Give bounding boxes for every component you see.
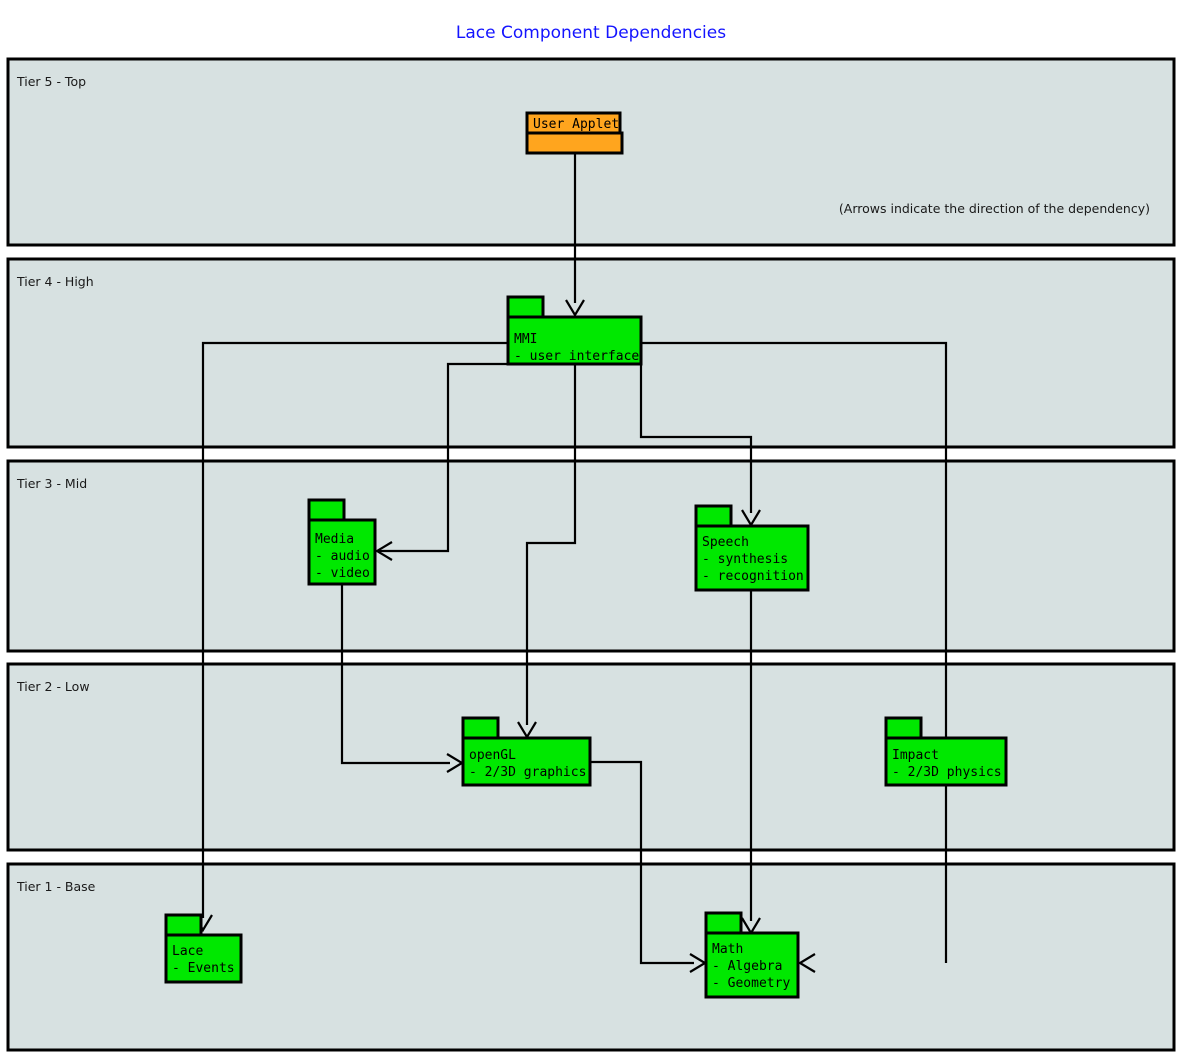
package-name: User Applet — [533, 117, 619, 132]
package-body — [164, 933, 243, 984]
tier-lane-tier3: Tier 3 - Mid — [6, 459, 1176, 653]
edge-mmi-to-media — [374, 362, 508, 561]
tier-rect — [6, 459, 1176, 653]
package-body — [704, 931, 800, 999]
package-detail-line: - user interface — [514, 349, 639, 364]
edge-line — [201, 341, 508, 918]
package-name: Math — [712, 942, 743, 957]
package-tab — [307, 498, 346, 523]
edge-user-applet-to-mmi — [565, 153, 585, 318]
package-name: Speech — [702, 535, 749, 550]
arrowhead-icon — [565, 299, 585, 318]
tier-label: Tier 1 - Base — [16, 879, 96, 894]
package-detail-line: - synthesis — [702, 552, 788, 567]
package-math[interactable]: Math - Algebra - Geometry — [704, 911, 800, 999]
package-tab — [704, 911, 743, 936]
package-name: MMI — [514, 332, 537, 347]
arrowhead-icon — [797, 953, 816, 973]
package-lace[interactable]: Lace - Events — [164, 913, 243, 984]
package-user-applet[interactable]: User Applet — [525, 111, 624, 155]
package-impact[interactable]: Impact - 2/3D physics — [884, 716, 1008, 787]
package-name: Impact — [892, 748, 939, 763]
arrowhead-icon — [374, 541, 393, 561]
package-detail-line: - 2/3D graphics — [469, 765, 586, 780]
package-body — [506, 315, 643, 366]
package-name: Media — [315, 532, 354, 547]
package-detail-line: - audio — [315, 549, 370, 564]
package-tab — [884, 716, 923, 741]
package-detail-line: - Algebra — [712, 959, 782, 974]
package-name: openGL — [469, 748, 516, 763]
edge-line — [340, 584, 450, 765]
package-tab — [461, 716, 500, 741]
package-body — [307, 518, 377, 586]
package-body — [884, 736, 1008, 787]
package-name: Lace — [172, 944, 203, 959]
package-tab — [164, 913, 203, 938]
package-detail-line: - video — [315, 566, 370, 581]
package-media[interactable]: Media - audio - video — [307, 498, 377, 586]
edge-line — [378, 362, 508, 553]
edge-line — [525, 364, 577, 725]
package-detail-line: - recognition — [702, 569, 804, 584]
tier-label: Tier 4 - High — [16, 274, 94, 289]
package-tab — [506, 295, 545, 320]
edge-line — [590, 760, 694, 965]
diagram-title: Lace Component Dependencies — [456, 23, 726, 43]
package-detail-line: - Geometry — [712, 976, 790, 991]
arrow-direction-note: (Arrows indicate the direction of the de… — [839, 201, 1150, 216]
package-detail-line: - Events — [172, 961, 235, 976]
package-detail-line: - 2/3D physics — [892, 765, 1002, 780]
package-opengl[interactable]: openGL - 2/3D graphics — [461, 716, 592, 787]
tier-label: Tier 3 - Mid — [16, 476, 87, 491]
package-body — [694, 524, 810, 592]
package-speech[interactable]: Speech - synthesis - recognition — [694, 504, 810, 592]
tier-label: Tier 5 - Top — [16, 74, 86, 89]
edge-line — [639, 364, 753, 513]
package-body — [461, 736, 592, 787]
tier-label: Tier 2 - Low — [16, 679, 90, 694]
package-mmi[interactable]: MMI - user interface — [506, 295, 643, 366]
package-body — [525, 131, 624, 155]
package-tab — [694, 504, 733, 529]
